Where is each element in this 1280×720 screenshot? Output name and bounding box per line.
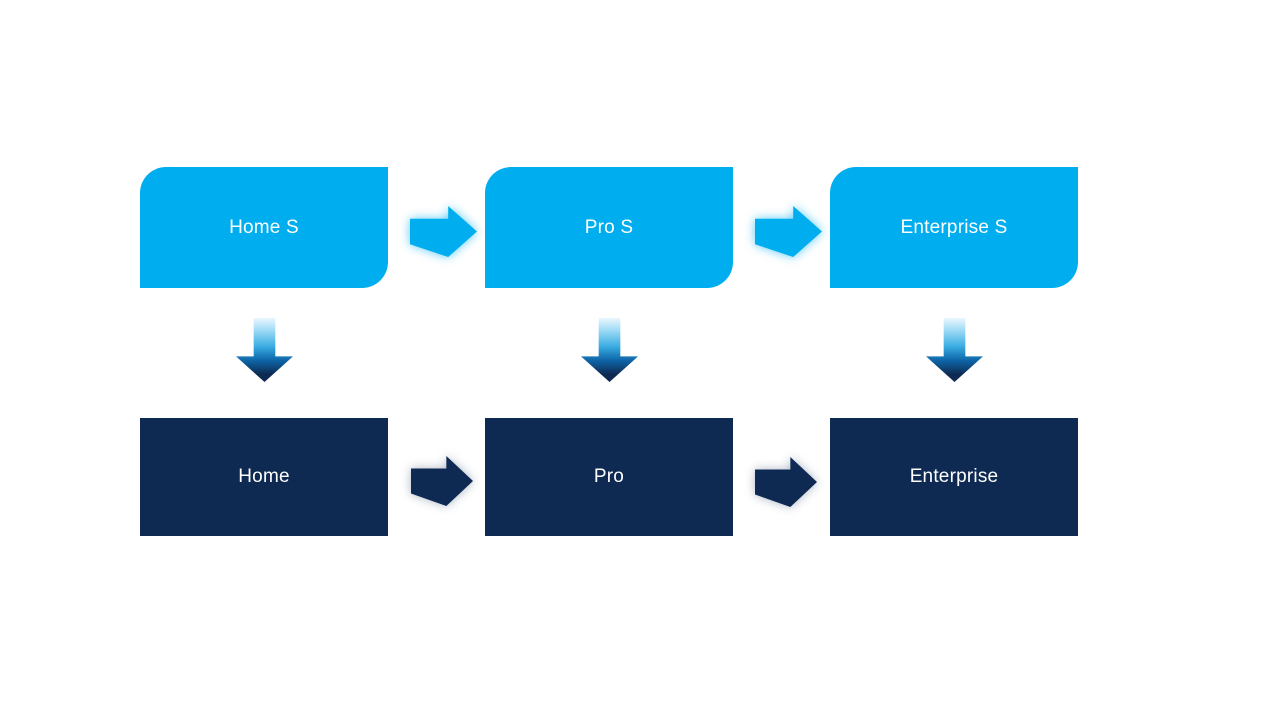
node-home-label: Home bbox=[238, 466, 290, 487]
down-arrow-icon-enterprise-s-to-enterprise bbox=[926, 318, 983, 382]
node-enterprise-label: Enterprise bbox=[909, 466, 999, 487]
node-home: Home bbox=[140, 418, 388, 536]
down-arrow-icon-pro-s-to-pro bbox=[581, 318, 638, 382]
right-arrow-icon-pro-s-to-enterprise-s bbox=[755, 206, 822, 257]
right-arrow-shape bbox=[411, 456, 473, 506]
node-pro: Pro bbox=[485, 418, 733, 536]
right-arrow-shape bbox=[410, 206, 477, 257]
node-pro-s: Pro S bbox=[485, 167, 733, 288]
right-arrow-icon-pro-to-enterprise bbox=[755, 457, 817, 507]
node-enterprise-s: Enterprise S bbox=[830, 167, 1078, 288]
node-enterprise-s-label: Enterprise S bbox=[900, 216, 1008, 238]
right-arrow-shape bbox=[755, 206, 822, 257]
node-pro-label: Pro bbox=[593, 466, 625, 487]
node-home-s-label: Home S bbox=[229, 216, 299, 238]
right-arrow-shape bbox=[755, 457, 817, 507]
node-home-s: Home S bbox=[140, 167, 388, 288]
down-arrow-icon-home-s-to-home bbox=[236, 318, 293, 382]
node-enterprise: Enterprise bbox=[830, 418, 1078, 536]
right-arrow-icon-home-to-pro bbox=[411, 456, 473, 506]
right-arrow-icon-home-s-to-pro-s bbox=[410, 206, 477, 257]
node-pro-s-label: Pro S bbox=[584, 216, 634, 238]
